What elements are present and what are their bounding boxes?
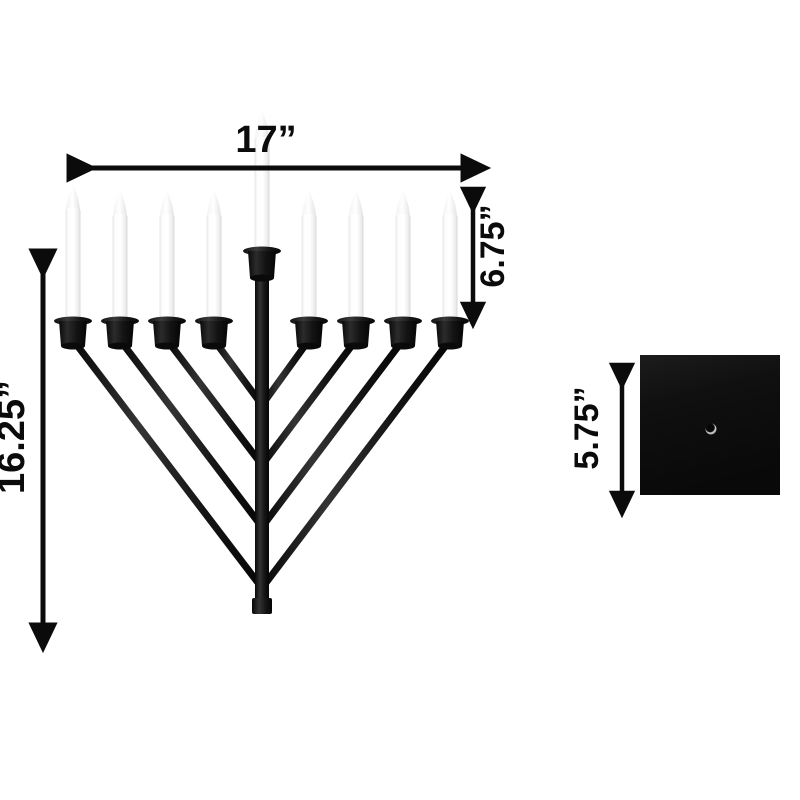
holder-base <box>297 342 321 350</box>
holder-7 <box>337 316 375 350</box>
holder-6 <box>290 316 328 350</box>
candle-4 <box>206 190 222 322</box>
holder-5-shamash <box>243 246 281 282</box>
holder-base <box>108 342 132 350</box>
holder-2 <box>101 316 139 350</box>
holder-cup <box>295 321 323 346</box>
arm-right-4 <box>258 336 454 592</box>
holder-base <box>438 342 462 350</box>
holder-cup <box>59 321 87 346</box>
dimension-label-height: 16.25” <box>0 380 33 494</box>
base-plate-figure <box>640 355 780 495</box>
candle-8 <box>395 190 411 322</box>
arm-right-3 <box>258 336 407 531</box>
candle-2 <box>112 190 128 322</box>
holder-8 <box>384 316 422 350</box>
holder-1 <box>54 316 92 350</box>
candle-body <box>206 214 222 322</box>
candle-body <box>301 214 317 322</box>
holder-cup <box>436 321 464 346</box>
candle-tip <box>255 110 269 141</box>
arm-left-2 <box>163 336 266 469</box>
holder-base <box>391 342 415 350</box>
candles-group <box>65 110 458 322</box>
dimension-candle-height: 6.75” <box>459 186 512 330</box>
arm-left-4 <box>69 336 266 592</box>
holder-cup <box>248 251 276 278</box>
holder-9 <box>431 316 469 350</box>
candle-1 <box>65 184 81 322</box>
arm-left-1 <box>210 336 266 409</box>
holder-3 <box>148 316 186 350</box>
candle-tip <box>66 184 80 212</box>
base-plate-hole-bore <box>708 426 714 432</box>
holder-cup <box>389 321 417 346</box>
candle-tip <box>113 190 127 218</box>
candle-tip <box>396 190 410 218</box>
holder-cup <box>342 321 370 346</box>
candle-body <box>112 214 128 322</box>
candle-7 <box>348 190 364 322</box>
holder-4 <box>195 316 233 350</box>
dimension-width-overall: 17” <box>66 119 492 183</box>
holder-base <box>155 342 179 350</box>
holder-base <box>344 342 368 350</box>
candle-tip <box>302 190 316 218</box>
holder-base <box>202 342 226 350</box>
candle-body <box>159 214 175 322</box>
candle-tip <box>349 190 363 218</box>
candle-holders-group <box>54 246 469 350</box>
candle-body <box>65 208 81 322</box>
arm-left-3 <box>116 336 266 531</box>
dimension-base-width: 5.75” <box>568 362 636 519</box>
center-stem <box>255 276 269 614</box>
candle-6 <box>301 190 317 322</box>
candle-body <box>442 214 458 322</box>
menorah-figure <box>54 110 469 614</box>
holder-base <box>250 274 274 282</box>
dimension-label-base: 5.75” <box>568 386 606 469</box>
holder-base <box>61 342 85 350</box>
candle-body <box>348 214 364 322</box>
stem-foot-collar <box>252 598 272 614</box>
candle-3 <box>159 190 175 322</box>
menorah-arms <box>69 336 454 592</box>
candle-tip <box>160 190 174 218</box>
holder-cup <box>153 321 181 346</box>
dimension-height-overall: 16.25” <box>0 248 58 654</box>
holder-cup <box>200 321 228 346</box>
candle-body <box>395 214 411 322</box>
dimension-label-candle: 6.75” <box>474 204 512 287</box>
arm-right-2 <box>258 336 360 469</box>
candle-tip <box>443 190 457 218</box>
arm-right-1 <box>258 336 313 409</box>
candle-tip <box>207 190 221 218</box>
candle-9 <box>442 190 458 322</box>
dimension-label-width: 17” <box>235 119 296 161</box>
holder-cup <box>106 321 134 346</box>
